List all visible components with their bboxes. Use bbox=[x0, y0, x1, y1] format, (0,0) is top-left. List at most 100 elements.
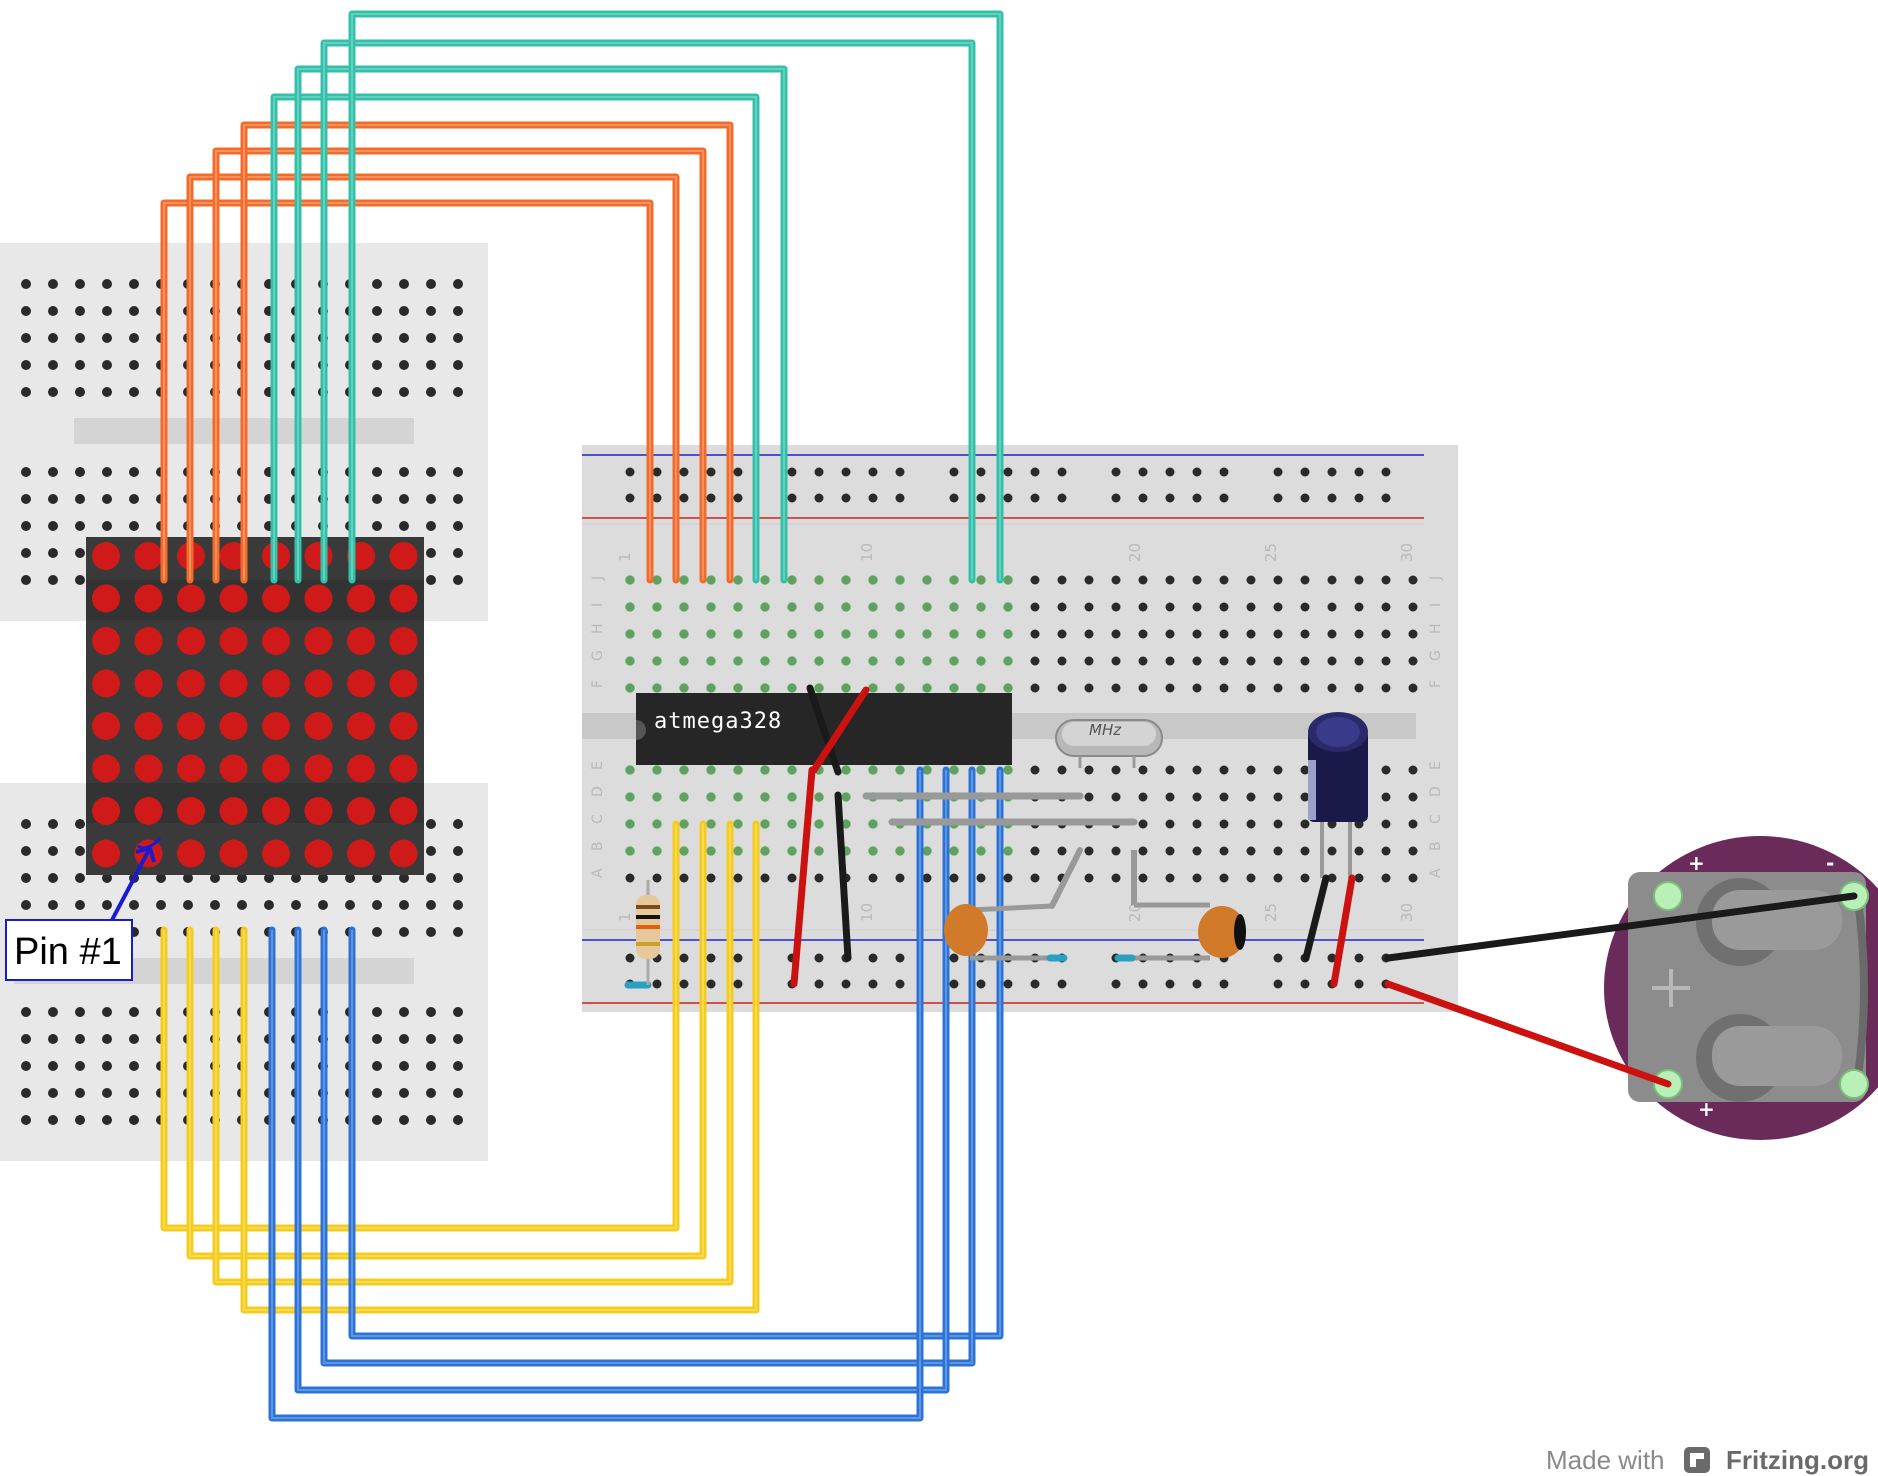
rail-hole bbox=[1300, 467, 1310, 477]
mini-hole bbox=[372, 521, 382, 531]
fritzing-logo-icon bbox=[1684, 1447, 1710, 1473]
battery-minus-top: - bbox=[1826, 851, 1834, 875]
main-hole bbox=[1219, 683, 1229, 693]
mini-hole bbox=[372, 279, 382, 289]
yellow-wire-3 bbox=[212, 820, 734, 1286]
led bbox=[92, 754, 120, 783]
main-hole bbox=[1219, 846, 1229, 856]
mini-hole bbox=[372, 1007, 382, 1017]
row-letter-i-left: I bbox=[590, 603, 606, 607]
main-hole bbox=[1030, 629, 1040, 639]
mini-hole bbox=[75, 819, 85, 829]
led bbox=[134, 754, 163, 783]
mini-hole bbox=[102, 494, 112, 504]
connected-hole bbox=[706, 846, 716, 856]
mini-hole bbox=[102, 467, 112, 477]
yellow-wire-3-highlight bbox=[215, 824, 731, 1283]
col-num-1-bottom: 1 bbox=[616, 912, 634, 922]
mini-hole bbox=[48, 360, 58, 370]
main-hole bbox=[949, 873, 959, 883]
main-hole bbox=[1057, 602, 1067, 612]
blue-wire-2 bbox=[320, 766, 976, 1367]
led bbox=[262, 712, 290, 740]
main-hole bbox=[1327, 846, 1337, 856]
mini-hole bbox=[21, 1088, 31, 1098]
led bbox=[347, 754, 375, 783]
connected-hole bbox=[1003, 575, 1013, 585]
main-hole bbox=[1219, 629, 1229, 639]
main-hole bbox=[1192, 575, 1202, 585]
mini-hole bbox=[399, 333, 409, 343]
rail-hole bbox=[733, 979, 743, 989]
mini-hole bbox=[75, 279, 85, 289]
led bbox=[177, 584, 205, 613]
main-hole bbox=[1165, 575, 1175, 585]
main-hole bbox=[1300, 656, 1310, 666]
row-letter-a-left: A bbox=[590, 868, 606, 878]
led-matrix-leds bbox=[92, 542, 418, 868]
main-hole bbox=[706, 873, 716, 883]
col-num-25-bottom: 25 bbox=[1262, 903, 1280, 922]
mini-hole bbox=[426, 306, 436, 316]
led-matrix bbox=[86, 537, 424, 875]
main-hole bbox=[1327, 683, 1337, 693]
rail-hole bbox=[976, 467, 986, 477]
row-letter-a-right: A bbox=[1428, 868, 1444, 878]
connected-hole bbox=[841, 602, 851, 612]
connected-hole bbox=[733, 575, 743, 585]
main-hole bbox=[1057, 765, 1067, 775]
rail-hole bbox=[814, 953, 824, 963]
mini-hole bbox=[426, 1088, 436, 1098]
rail-hole bbox=[1300, 979, 1310, 989]
mini-hole bbox=[372, 360, 382, 370]
mini-hole bbox=[156, 873, 166, 883]
mini-hole bbox=[21, 306, 31, 316]
led bbox=[177, 669, 205, 698]
mini-hole bbox=[372, 494, 382, 504]
row-letters-right: J I H G F E D C B A bbox=[1428, 576, 1444, 878]
rail-hole bbox=[1219, 493, 1229, 503]
connected-hole bbox=[814, 846, 824, 856]
main-hole bbox=[1057, 575, 1067, 585]
main-hole bbox=[1192, 656, 1202, 666]
mini-hole bbox=[129, 360, 139, 370]
col-num-25-top: 25 bbox=[1262, 543, 1280, 562]
connected-hole bbox=[733, 819, 743, 829]
led bbox=[92, 669, 120, 698]
rail-hole bbox=[814, 979, 824, 989]
connected-hole bbox=[949, 602, 959, 612]
mini-hole bbox=[75, 521, 85, 531]
rail-hole bbox=[841, 979, 851, 989]
mini-hole bbox=[399, 900, 409, 910]
connected-hole bbox=[895, 575, 905, 585]
rail-hole bbox=[868, 953, 878, 963]
main-hole bbox=[1219, 602, 1229, 612]
rail-hole bbox=[949, 979, 959, 989]
mini-hole bbox=[237, 900, 247, 910]
main-hole bbox=[1408, 846, 1418, 856]
main-hole bbox=[1327, 629, 1337, 639]
jumper-wires bbox=[160, 10, 1004, 1422]
led bbox=[389, 627, 418, 655]
rail-hole bbox=[814, 467, 824, 477]
led bbox=[177, 754, 205, 783]
main-hole bbox=[1111, 656, 1121, 666]
made-with-text: Made with bbox=[1546, 1445, 1665, 1475]
mini-hole bbox=[21, 467, 31, 477]
main-hole bbox=[1408, 602, 1418, 612]
mini-hole bbox=[75, 1088, 85, 1098]
mini-hole bbox=[102, 1061, 112, 1071]
rail-hole bbox=[706, 493, 716, 503]
connected-hole bbox=[976, 575, 986, 585]
rail-hole bbox=[1057, 493, 1067, 503]
main-hole bbox=[922, 873, 932, 883]
main-hole bbox=[1408, 873, 1418, 883]
main-hole bbox=[1300, 819, 1310, 829]
connected-hole bbox=[868, 575, 878, 585]
main-hole bbox=[1030, 873, 1040, 883]
main-hole bbox=[1192, 873, 1202, 883]
led bbox=[92, 797, 120, 825]
orange-wire-2-highlight bbox=[189, 176, 677, 580]
main-hole bbox=[1084, 656, 1094, 666]
blue-wire-3 bbox=[294, 766, 950, 1394]
